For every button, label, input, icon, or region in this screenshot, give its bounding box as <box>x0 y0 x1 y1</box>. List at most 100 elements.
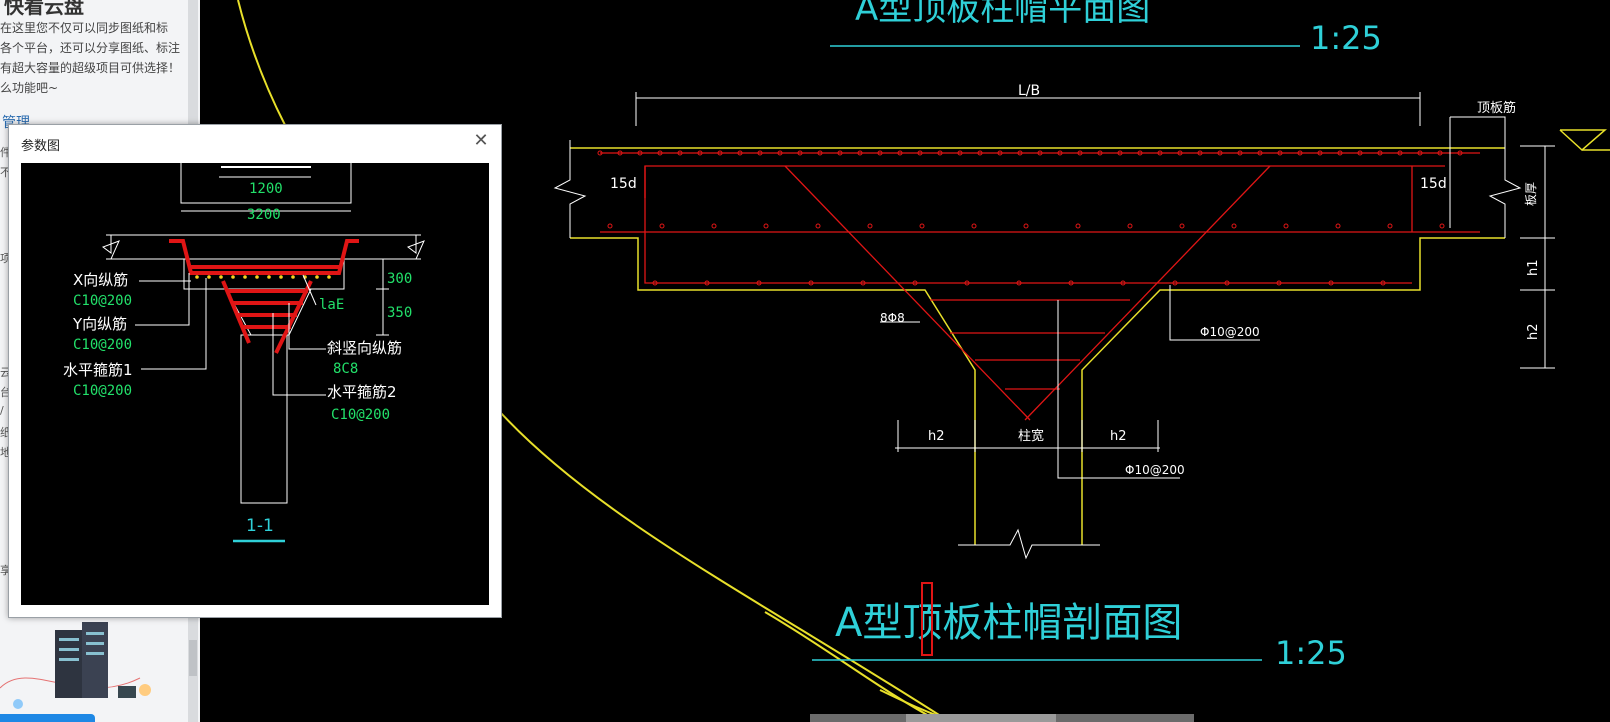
sidebar-fragment: 地 <box>0 446 11 459</box>
promo-line: 各个平台，还可以分享图纸、标注 <box>0 41 181 55</box>
rebar-dot <box>897 150 903 156</box>
rebar-dot <box>315 275 319 279</box>
close-icon[interactable]: ✕ <box>473 130 489 151</box>
horizontal-scrollbar-thumb[interactable] <box>906 714 1056 722</box>
label-slant-bar-spec: 8C8 <box>333 361 358 377</box>
dialog-header[interactable]: 参数图 ✕ <box>9 125 501 159</box>
rebar-dot <box>971 223 977 229</box>
server-illustration <box>0 622 151 709</box>
sidebar-title: 快看云盘 <box>4 0 84 18</box>
rebar-dot <box>717 150 723 156</box>
rebar-dot <box>597 150 603 156</box>
rebar-dot <box>857 150 863 156</box>
sidebar-fragment: 享 <box>0 564 11 577</box>
rebar-dots <box>597 150 1463 286</box>
rebar-dot <box>1277 150 1283 156</box>
label-15d-right: 15d <box>1420 176 1447 192</box>
rebar-dot <box>1068 280 1074 286</box>
rebar-dot <box>291 275 295 279</box>
label-15d-left: 15d <box>610 176 637 192</box>
label-hstir1: 水平箍筋1 <box>63 361 133 379</box>
rebar-dot <box>697 150 703 156</box>
rebar-dot <box>1075 223 1081 229</box>
label-h1: h1 <box>1526 259 1541 276</box>
rebar-dot <box>1197 150 1203 156</box>
sidebar-fragment: 纸 <box>0 426 11 439</box>
rebar-dot <box>867 223 873 229</box>
rebar-dot <box>711 223 717 229</box>
rebar-dot <box>1120 280 1126 286</box>
rebar-dot <box>1380 280 1386 286</box>
sidebar-promo-text: 在这里您不仅可以同步图纸和标 各个平台，还可以分享图纸、标注 有超大容量的超级项… <box>0 18 181 98</box>
yellow-curve-top <box>237 0 286 126</box>
label-x-bar-spec: C10@200 <box>73 293 132 309</box>
rebar-dot <box>1297 150 1303 156</box>
break-right <box>1488 140 1522 238</box>
rebar-dot <box>1439 223 1445 229</box>
rebar-dot <box>1317 150 1323 156</box>
rebar-dot <box>637 150 643 156</box>
plan-scale: 1:25 <box>1310 19 1382 57</box>
rebar-dot <box>1387 223 1393 229</box>
rebar-dot <box>1127 223 1133 229</box>
rebar-dot <box>327 275 331 279</box>
rebar-dot <box>195 275 199 279</box>
promo-line: 么功能吧~ <box>0 81 59 95</box>
rebar-dot <box>267 275 271 279</box>
dim-lb: L/B <box>1018 83 1040 99</box>
sidebar-fragment: 不 <box>0 166 11 179</box>
rebar-dot <box>1457 150 1463 156</box>
label-h2-left: h2 <box>928 429 945 444</box>
rebar-dot <box>997 150 1003 156</box>
cap-outline <box>570 237 976 545</box>
sidebar-action-bar[interactable] <box>0 714 95 722</box>
cap-outline-right <box>1081 237 1505 545</box>
level-mark <box>1559 129 1608 152</box>
rebar-dot <box>1137 150 1143 156</box>
rebar-dot <box>1417 150 1423 156</box>
label-y-bar-spec: C10@200 <box>73 337 132 353</box>
rebar-dot <box>255 275 259 279</box>
rebar-dot <box>1377 150 1383 156</box>
horizontal-scrollbar[interactable] <box>810 714 1194 722</box>
plan-title: A型顶板柱帽平面图 <box>855 0 1150 29</box>
rebar-dot <box>737 150 743 156</box>
rebar-dot <box>607 223 613 229</box>
parameter-diagram: 1200 3200 300 350 laE <box>21 163 489 605</box>
label-hstir2-spec: C10@200 <box>331 407 390 423</box>
dialog-title: 参数图 <box>21 139 61 154</box>
label-lae: laE <box>319 297 344 313</box>
break-left <box>553 140 587 238</box>
label-slant-bar: 斜竖向纵筋 <box>327 339 402 357</box>
rebar-dot <box>1172 280 1178 286</box>
rebar-dot <box>763 223 769 229</box>
label-y-bar: Y向纵筋 <box>72 315 127 333</box>
rebar-dot <box>659 223 665 229</box>
label-hstir1-spec: C10@200 <box>73 383 132 399</box>
promo-line: 在这里您不仅可以同步图纸和标 <box>0 21 169 35</box>
rebar-dot <box>756 280 762 286</box>
label-slab-thk: 板厚 <box>1524 182 1538 206</box>
parameter-drawing-dialog: 参数图 ✕ 1200 3200 <box>8 124 502 618</box>
sidebar-fragment: 件 <box>0 146 11 159</box>
label-col-width: 柱宽 <box>1018 428 1044 444</box>
section-title: A型顶板柱帽剖面图 <box>835 600 1182 646</box>
rebar-dot <box>231 275 235 279</box>
rebar-dot <box>652 280 658 286</box>
dim-3200: 3200 <box>247 207 281 223</box>
label-hstir2: 水平箍筋2 <box>327 383 397 401</box>
yellow-curve-main <box>499 411 951 722</box>
sidebar-scrollbar-thumb[interactable] <box>189 640 197 676</box>
rebar-dots-dialog <box>195 275 331 279</box>
rebar-dot <box>1179 223 1185 229</box>
rebar-dot <box>1231 223 1237 229</box>
rebar-dot <box>1276 280 1282 286</box>
rebar-dot <box>1283 223 1289 229</box>
rebar-dot <box>797 150 803 156</box>
rebar-dot <box>207 275 211 279</box>
label-stirrup-bottom: Φ10@200 <box>1125 463 1185 477</box>
sidebar-fragment: 云 <box>0 366 11 379</box>
rebar-dot <box>957 150 963 156</box>
rebar-dot <box>757 150 763 156</box>
